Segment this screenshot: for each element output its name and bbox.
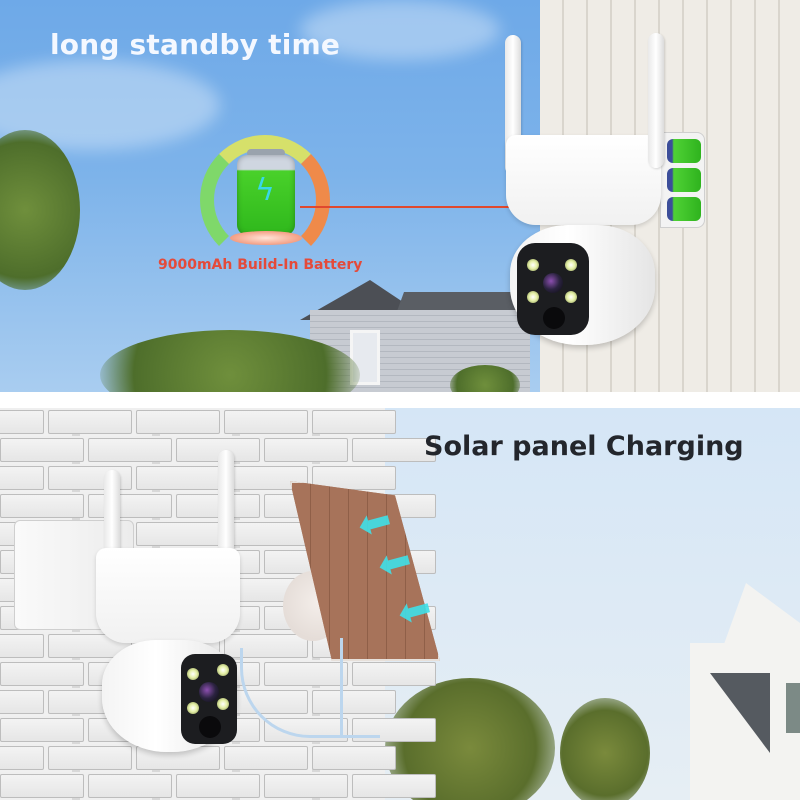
camera-lens-icon — [199, 682, 219, 702]
battery-base-glow — [230, 231, 302, 245]
led-light-icon — [565, 259, 577, 271]
camera-housing — [96, 548, 240, 643]
house-window — [786, 683, 800, 733]
camera-lens-icon — [543, 273, 563, 293]
battery-cap — [247, 149, 285, 157]
battery-capacity-caption: 9000mAh Build-In Battery — [158, 257, 363, 273]
battery-charging-icon — [237, 155, 295, 235]
shrub — [450, 365, 520, 392]
battery-cell-icon — [667, 139, 701, 163]
pir-sensor-icon — [199, 716, 221, 738]
battery-cell-icon — [667, 197, 701, 221]
led-light-icon — [187, 702, 199, 714]
tree — [0, 130, 80, 290]
pir-sensor-icon — [543, 307, 565, 329]
led-light-icon — [527, 291, 539, 303]
battery-gauge: ϟ — [200, 135, 330, 265]
solar-feature-panel: ⬅ ⬅ ⬅ Solar panel Charging — [0, 408, 800, 800]
led-light-icon — [217, 664, 229, 676]
cloud — [300, 0, 500, 60]
led-light-icon — [187, 668, 199, 680]
led-light-icon — [565, 291, 577, 303]
lightning-bolt-icon: ϟ — [255, 173, 275, 208]
standby-feature-panel: long standby time ϟ 9000mAh Build-In Bat… — [0, 0, 800, 392]
battery-cell-icon — [667, 168, 701, 192]
camera-face — [517, 243, 589, 335]
tree — [560, 698, 650, 800]
panel-divider — [0, 392, 800, 408]
background-house — [650, 573, 800, 800]
headline-solar-charging: Solar panel Charging — [424, 431, 744, 462]
led-light-icon — [217, 698, 229, 710]
camera-housing — [506, 135, 661, 225]
led-light-icon — [527, 259, 539, 271]
camera-face — [181, 654, 237, 744]
house-roof — [650, 673, 770, 753]
battery-compartment — [660, 132, 705, 228]
antenna-right — [648, 33, 664, 168]
callout-line — [300, 206, 520, 208]
charging-cable-segment — [340, 638, 343, 738]
headline-long-standby: long standby time — [50, 28, 341, 61]
